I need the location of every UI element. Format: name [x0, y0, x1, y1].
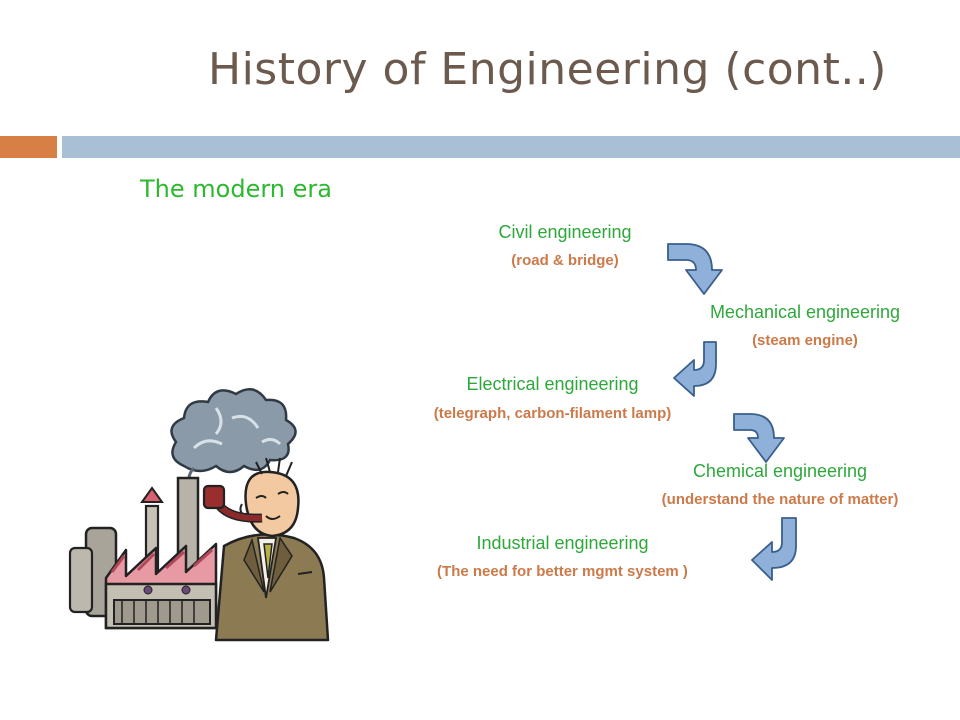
step-industrial-name: Industrial engineering — [476, 533, 649, 553]
step-chemical-name: Chemical engineering — [692, 461, 868, 481]
step-industrial-detail: (The need for better mgmt system ) — [437, 563, 688, 580]
step-chemical-detail: (understand the nature of matter) — [661, 491, 899, 508]
step-electrical-name: Electrical engineering — [466, 374, 639, 394]
step-civil-detail: (road & bridge) — [511, 252, 619, 269]
arrow-icon-mechanical-to-electrical — [673, 341, 717, 397]
slide-subtitle: The modern era — [140, 175, 332, 203]
step-mechanical-detail: (steam engine) — [752, 332, 858, 349]
step-mechanical-name: Mechanical engineering — [709, 302, 901, 322]
accent-bar-blue — [62, 136, 960, 158]
step-electrical-detail: (telegraph, carbon-filament lamp) — [433, 405, 672, 422]
factory-man-clipart-icon — [68, 387, 330, 642]
accent-bar-orange — [0, 136, 57, 158]
step-civil-name: Civil engineering — [498, 222, 632, 242]
arrow-icon-civil-to-mechanical — [667, 243, 723, 295]
arrow-icon-chemical-to-industrial — [751, 517, 797, 581]
slide-title: History of Engineering (cont..) — [208, 44, 887, 95]
arrow-icon-electrical-to-chemical — [733, 413, 785, 463]
